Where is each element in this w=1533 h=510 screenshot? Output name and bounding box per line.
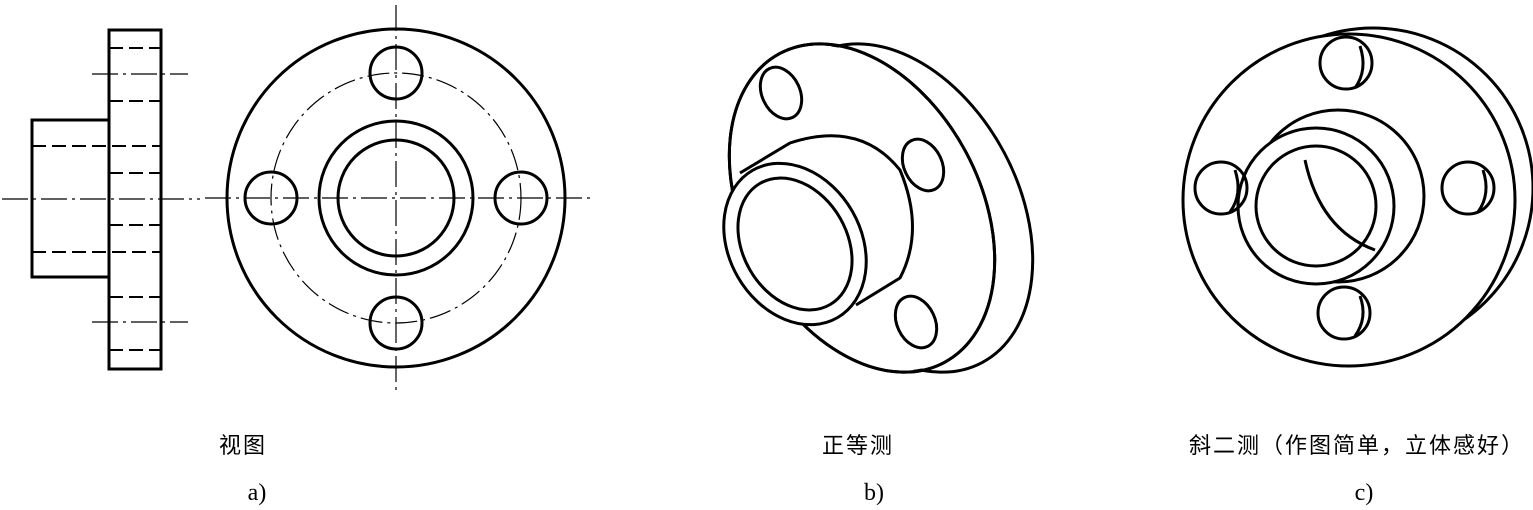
- oblique-bore-front: [1254, 144, 1378, 268]
- iso-bolt-hole-3: [893, 294, 939, 350]
- side-view: [2, 28, 200, 371]
- front-view: [205, 5, 592, 393]
- side-center-lines: [2, 73, 200, 323]
- front-center-lines: [205, 5, 592, 393]
- panel-c-oblique: [1181, 26, 1533, 368]
- hidden-lines: [32, 47, 161, 351]
- oblique-bolt-hole-right: [1440, 160, 1496, 216]
- label-a: a): [247, 480, 267, 506]
- oblique-bore-inner-edge: [1303, 159, 1376, 252]
- oblique-bolt-hole-left: [1193, 160, 1249, 216]
- oblique-bolt-hole-bottom: [1316, 285, 1372, 341]
- label-b: b): [864, 480, 884, 506]
- caption-c: 斜二测（作图简单，立体感好）: [1188, 434, 1526, 459]
- panel-b-isometric: [722, 42, 1035, 374]
- oblique-hub-front: [1236, 126, 1396, 286]
- label-c: c): [1354, 480, 1374, 506]
- hub-section: [30, 118, 111, 279]
- caption-a: 视图: [218, 434, 268, 459]
- oblique-bolt-hole-top: [1318, 35, 1374, 91]
- panel-a-views: [2, 5, 592, 393]
- caption-b: 正等测: [821, 434, 895, 459]
- hub-bore-ellipse: [736, 176, 854, 312]
- iso-bolt-hole-2: [900, 137, 946, 193]
- iso-bolt-hole-1: [758, 65, 804, 121]
